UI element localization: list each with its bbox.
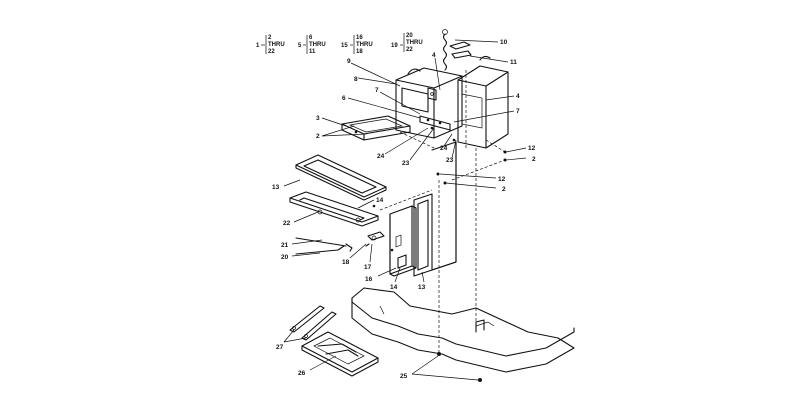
callout-9: 9 xyxy=(347,58,351,65)
callout-17: 17 xyxy=(364,264,372,271)
part-17-18-latch xyxy=(365,231,385,247)
key-group-19: 19 20 THRU 22 xyxy=(391,33,423,53)
callout-12-upper: 12 xyxy=(528,145,536,152)
part-20-rod xyxy=(295,245,345,255)
callout-18: 18 xyxy=(342,259,350,266)
part-21-rod xyxy=(295,237,353,252)
part-4-box-right xyxy=(457,55,509,149)
key-top-15: 16 xyxy=(356,35,363,41)
callout-labels: 10 11 9 8 4 7 4 7 6 3 2 24 23 24 23 12 2… xyxy=(272,39,536,380)
callout-14-upper: 14 xyxy=(376,197,384,204)
callout-16: 16 xyxy=(365,276,373,283)
callout-13-lower: 13 xyxy=(418,284,426,291)
key-parent-5: 5 xyxy=(298,43,302,49)
key-group-5: 5 6 THRU 11 xyxy=(298,35,326,55)
key-parent-19: 19 xyxy=(391,43,398,49)
callout-27: 27 xyxy=(276,344,284,351)
callout-2-tray: 2 xyxy=(316,133,320,140)
callout-11: 11 xyxy=(510,59,517,66)
part-13-upper-panel xyxy=(295,154,387,201)
key-mid-15: THRU xyxy=(356,42,373,48)
base-platform xyxy=(351,287,575,373)
key-top-19: 20 xyxy=(406,33,413,39)
part-9-hinge xyxy=(427,87,437,101)
callout-8: 8 xyxy=(354,76,358,83)
key-bottom-1: 22 xyxy=(268,49,275,55)
part-26-tool-tray xyxy=(301,331,379,377)
callout-4-top: 4 xyxy=(432,52,436,59)
callout-14-lower: 14 xyxy=(390,284,398,291)
key-mid-1: THRU xyxy=(268,42,285,48)
part-13-gasket xyxy=(413,193,433,277)
callout-3: 3 xyxy=(316,115,320,122)
callout-20: 20 xyxy=(281,254,289,261)
callout-4-right: 4 xyxy=(516,93,520,100)
part-3-tray xyxy=(341,115,411,141)
part-8-open-box xyxy=(395,67,463,139)
callout-2-upper: 2 xyxy=(532,156,536,163)
callout-21: 21 xyxy=(281,242,289,249)
key-parent-1: 1 xyxy=(256,43,260,49)
part-22-lower-frame xyxy=(289,191,379,227)
key-mid-5: THRU xyxy=(309,42,326,48)
callout-6: 6 xyxy=(342,95,346,102)
callout-2-lower: 2 xyxy=(502,186,506,193)
leader-lines xyxy=(283,39,527,381)
callout-23-left: 23 xyxy=(402,160,410,167)
key-bottom-5: 11 xyxy=(309,49,316,55)
part-27-straps xyxy=(289,305,337,341)
key-group-1: 1 2 THRU 22 xyxy=(256,35,285,55)
callout-22: 22 xyxy=(283,220,291,227)
callout-26: 26 xyxy=(298,370,306,377)
callout-7-right: 7 xyxy=(516,108,520,115)
callout-24-right: 24 xyxy=(440,145,448,152)
key-mid-19: THRU xyxy=(406,40,423,46)
key-top-5: 6 xyxy=(309,35,313,41)
callout-7-left: 7 xyxy=(375,87,379,94)
callout-12-lower: 12 xyxy=(498,176,506,183)
callout-10: 10 xyxy=(500,39,508,46)
key-top-1: 2 xyxy=(268,35,272,41)
key-bottom-15: 18 xyxy=(356,49,363,55)
part-7-bracket xyxy=(419,115,451,131)
callout-23-right: 23 xyxy=(446,157,454,164)
assembly-lines xyxy=(379,70,506,354)
callout-24-left: 24 xyxy=(377,153,385,160)
callout-13-upper: 13 xyxy=(272,184,280,191)
part-10-chain xyxy=(442,29,472,71)
key-group-15: 15 16 THRU 18 xyxy=(341,35,373,55)
part-16-door xyxy=(389,205,417,277)
key-parent-15: 15 xyxy=(341,43,348,49)
hardware-dots xyxy=(354,126,507,382)
key-bottom-19: 22 xyxy=(406,47,413,53)
callout-25: 25 xyxy=(400,373,408,380)
